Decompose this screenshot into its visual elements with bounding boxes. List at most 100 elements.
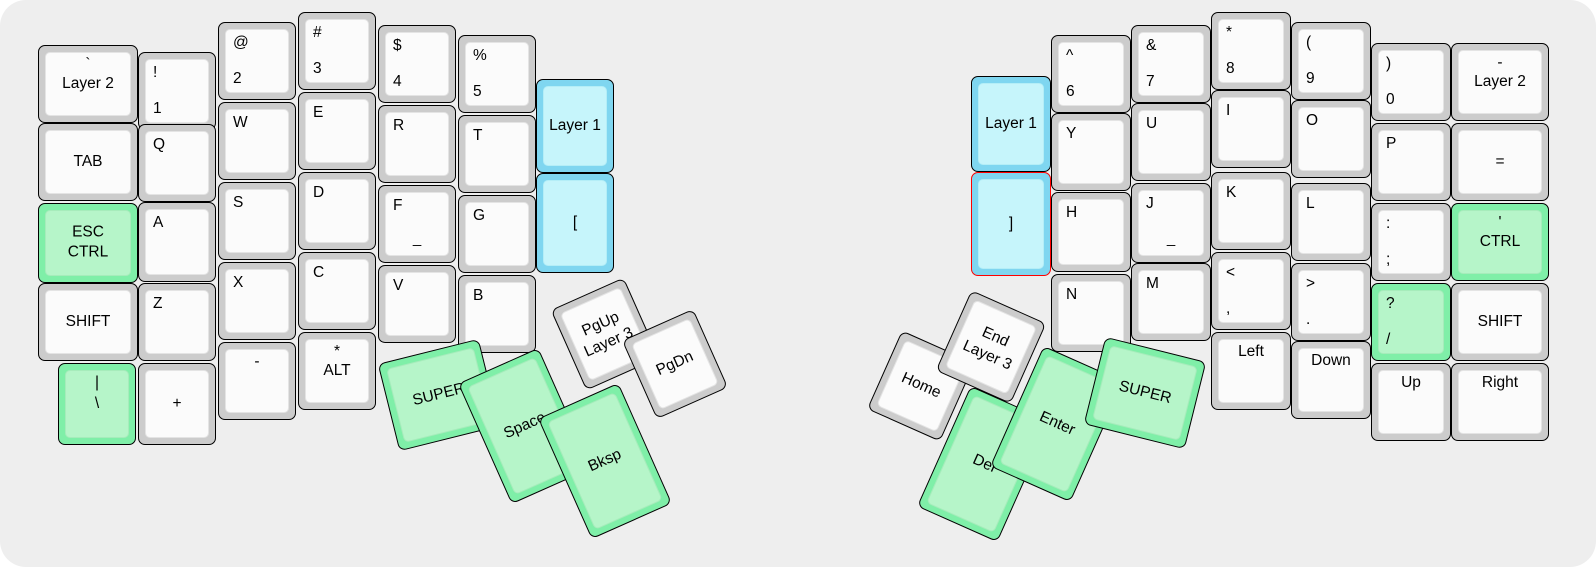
key-l-minus[interactable]: - [218,342,296,420]
key-legend-main: 9 [1306,69,1315,87]
key-r-left[interactable]: Left [1211,332,1291,410]
key-r-j[interactable]: J_ [1131,183,1211,263]
key-l-tab[interactable]: TAB [38,123,138,201]
key-r-up[interactable]: Up [1371,363,1451,441]
key-l-f[interactable]: F_ [378,185,456,263]
keycap-surface: Left [1218,339,1284,403]
key-legend-top: | [94,374,100,391]
key-legend-top: ? [1386,295,1395,312]
key-l-s[interactable]: S [218,182,296,260]
key-legend-top: S [233,194,244,211]
key-l-e[interactable]: E [298,92,376,170]
keycap-surface: A [145,209,209,275]
key-l-3[interactable]: #3 [298,12,376,90]
key-r-down[interactable]: Down [1291,341,1371,419]
key-r-o[interactable]: O [1291,100,1371,178]
key-r-i[interactable]: I [1211,90,1291,168]
key-r-0[interactable]: )0 [1371,43,1451,121]
key-legend-main: Layer 1 [549,116,601,134]
key-l-grave-layer2[interactable]: `Layer 2 [38,45,138,123]
key-legend-main: + [172,394,182,412]
key-r-period[interactable]: >. [1291,263,1371,341]
key-legend-main: End Layer 3 [960,323,1015,374]
key-legend-top: T [473,127,483,144]
key-r-h[interactable]: H [1051,192,1131,272]
key-legend-top: ) [1386,55,1392,72]
key-legend-main: Up [1401,374,1421,391]
key-l-d[interactable]: D [298,172,376,250]
key-legend-main: PgDn [653,347,696,380]
key-r-minus-layer2[interactable]: -Layer 2 [1451,43,1549,121]
keycap-surface: )0 [1378,50,1444,114]
key-r-right[interactable]: Right [1451,363,1549,441]
key-legend-top: H [1066,204,1078,221]
key-r-7[interactable]: &7 [1131,25,1211,103]
key-r-equal[interactable]: = [1451,123,1549,201]
key-l-4[interactable]: $4 [378,25,456,103]
key-l-plus[interactable]: + [138,363,216,445]
key-l-lbracket[interactable]: [ [536,173,614,273]
key-legend-top: Q [153,136,166,153]
key-r-u[interactable]: U [1131,103,1211,181]
key-r-semicolon[interactable]: :; [1371,203,1451,281]
key-l-w[interactable]: W [218,102,296,180]
key-r-p[interactable]: P [1371,123,1451,201]
keycap-surface: Z [145,290,209,354]
key-legend-main: ALT [323,361,351,379]
key-l-1[interactable]: !1 [138,52,216,130]
key-l-5[interactable]: %5 [458,35,536,113]
key-l-a[interactable]: A [138,202,216,282]
key-l-esc-ctrl[interactable]: ESC CTRL [38,203,138,283]
key-legend-top: O [1306,112,1319,129]
keycap-surface: PgDn [631,318,719,410]
key-legend-top: % [473,47,487,64]
key-r-shift[interactable]: SHIFT [1451,283,1549,361]
key-l-z[interactable]: Z [138,283,216,361]
key-l-2[interactable]: @2 [218,22,296,100]
key-r-quote-ctrl[interactable]: 'CTRL [1451,203,1549,281]
key-r-y[interactable]: Y [1051,113,1131,191]
keycap-surface: L [1298,190,1364,254]
keycap-surface: H [1058,199,1124,265]
key-r-k[interactable]: K [1211,172,1291,250]
key-r-slash[interactable]: ?/ [1371,283,1451,361]
key-r-layer1[interactable]: Layer 1 [971,76,1051,172]
keycap-surface: D [305,179,369,243]
key-legend-main: ; [1386,250,1391,268]
key-r-6[interactable]: ^6 [1051,35,1131,113]
keycap-surface: Up [1378,370,1444,434]
key-legend-main: SUPER [1117,377,1174,408]
key-r-rbracket[interactable]: ] [971,172,1051,276]
key-l-shift[interactable]: SHIFT [38,283,138,361]
key-legend-top: J [1146,195,1154,212]
keycap-surface: = [1458,130,1542,194]
key-legend-top: Z [153,295,163,312]
key-r-9[interactable]: (9 [1291,22,1371,100]
keycap-surface: ?/ [1378,290,1444,354]
keycap-surface: V [385,272,449,336]
key-r-n[interactable]: N [1051,274,1131,352]
key-l-alt[interactable]: *ALT [298,332,376,410]
key-l-c[interactable]: C [298,252,376,330]
key-r-comma[interactable]: <, [1211,252,1291,330]
key-legend-main: 8 [1226,59,1235,77]
key-legend-top: I [1226,102,1231,119]
key-r-8[interactable]: *8 [1211,12,1291,90]
key-r-super[interactable]: SUPER [1083,336,1207,450]
key-r-m[interactable]: M [1131,263,1211,341]
key-l-q[interactable]: Q [138,124,216,202]
key-l-pipe-backslash[interactable]: |\ [58,363,136,445]
key-legend-top: X [233,274,244,291]
keycap-surface: &7 [1138,32,1204,96]
key-l-r[interactable]: R [378,105,456,183]
key-l-v[interactable]: V [378,265,456,343]
key-r-l[interactable]: L [1291,183,1371,261]
key-l-layer1[interactable]: Layer 1 [536,79,614,173]
key-l-g[interactable]: G [458,195,536,273]
key-legend-top: ( [1306,34,1312,51]
key-l-t[interactable]: T [458,115,536,193]
keycap-surface: %5 [465,42,529,106]
key-l-x[interactable]: X [218,262,296,340]
keycap-surface: -Layer 2 [1458,50,1542,114]
key-legend-main: 7 [1146,72,1155,90]
